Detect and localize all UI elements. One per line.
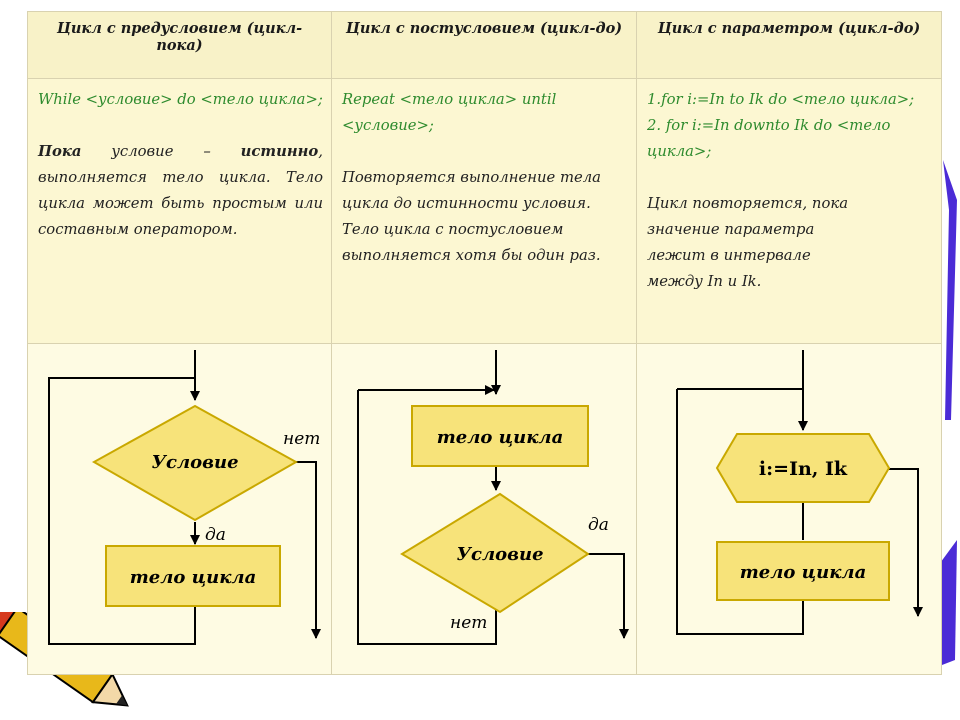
desc-parameter: 1.for i:=In to Ik do <тело цикла>; 2. fo… [636, 78, 942, 344]
body-box [411, 405, 589, 467]
desc-precondition: While <условие> do <тело цикла>; Пока ус… [27, 78, 332, 344]
code-for-to: 1.for i:=In to Ik do <тело цикла>; [647, 91, 915, 108]
text-precondition: Пока условие – истинно, выполняется тело… [38, 139, 323, 243]
text-true: истинно [240, 143, 319, 160]
condition-diamond [91, 404, 299, 522]
body-label: тело цикла [437, 427, 564, 448]
yes-label: да [588, 515, 609, 535]
parameter-label: i:=In, Ik [759, 458, 848, 480]
no-label: нет [450, 613, 487, 633]
loop-comparison-table: Цикл с предусловием (цикл-пока) Цикл с п… [27, 11, 942, 675]
no-label: нет [283, 429, 320, 449]
return-loop-lines [676, 389, 804, 635]
return-loop-line [48, 377, 195, 379]
return-loop-lines [48, 378, 196, 645]
flowchart-parameter: i:=In, Ik тело цикла [636, 343, 942, 675]
header-precondition: Цикл с предусловием (цикл-пока) [27, 11, 332, 79]
code-while: While <условие> do <тело цикла>; [38, 91, 323, 108]
flowchart-repeat-svg: тело цикла Условие да нет [357, 350, 629, 645]
header-parameter: Цикл с параметром (цикл-до) [636, 11, 942, 79]
condition-diamond [400, 492, 590, 614]
code-repeat: Repeat <тело цикла> until <условие>; [342, 91, 557, 134]
flowchart-postcondition: тело цикла Условие да нет [331, 343, 637, 675]
return-loop-lines [357, 390, 497, 645]
text-condition-is: условие – [81, 143, 241, 160]
text-rest: , выполняется тело цикла. Тело цикла мож… [38, 143, 323, 238]
text-poka: Пока [38, 143, 82, 160]
text-postcondition: Повторяется выполнение тела цикла до ист… [342, 169, 602, 264]
header-postcondition: Цикл с постусловием (цикл-до) [331, 11, 637, 79]
condition-label: Условие [456, 544, 543, 565]
exit-arrow [889, 468, 923, 617]
body-box [105, 545, 281, 607]
body-box [716, 541, 890, 601]
text-parameter: Цикл повторяется, пока значение параметр… [647, 195, 849, 290]
parameter-hexagon [715, 433, 891, 503]
body-label: тело цикла [740, 562, 867, 583]
no-exit-arrow [296, 461, 321, 639]
flowchart-precondition: Условие тело цикла нет да [27, 343, 332, 675]
flowchart-for-svg: i:=In, Ik тело цикла [676, 350, 923, 635]
code-for-downto: 2. for i:=In downto Ik do <тело цикла>; [647, 117, 891, 160]
condition-label: Условие [151, 452, 238, 473]
body-label: тело цикла [130, 567, 257, 588]
desc-postcondition: Repeat <тело цикла> until <условие>; Пов… [331, 78, 637, 344]
yes-exit-arrow [585, 553, 629, 639]
yes-label: да [205, 525, 226, 545]
flowchart-while-svg: Условие тело цикла нет да [48, 350, 321, 645]
